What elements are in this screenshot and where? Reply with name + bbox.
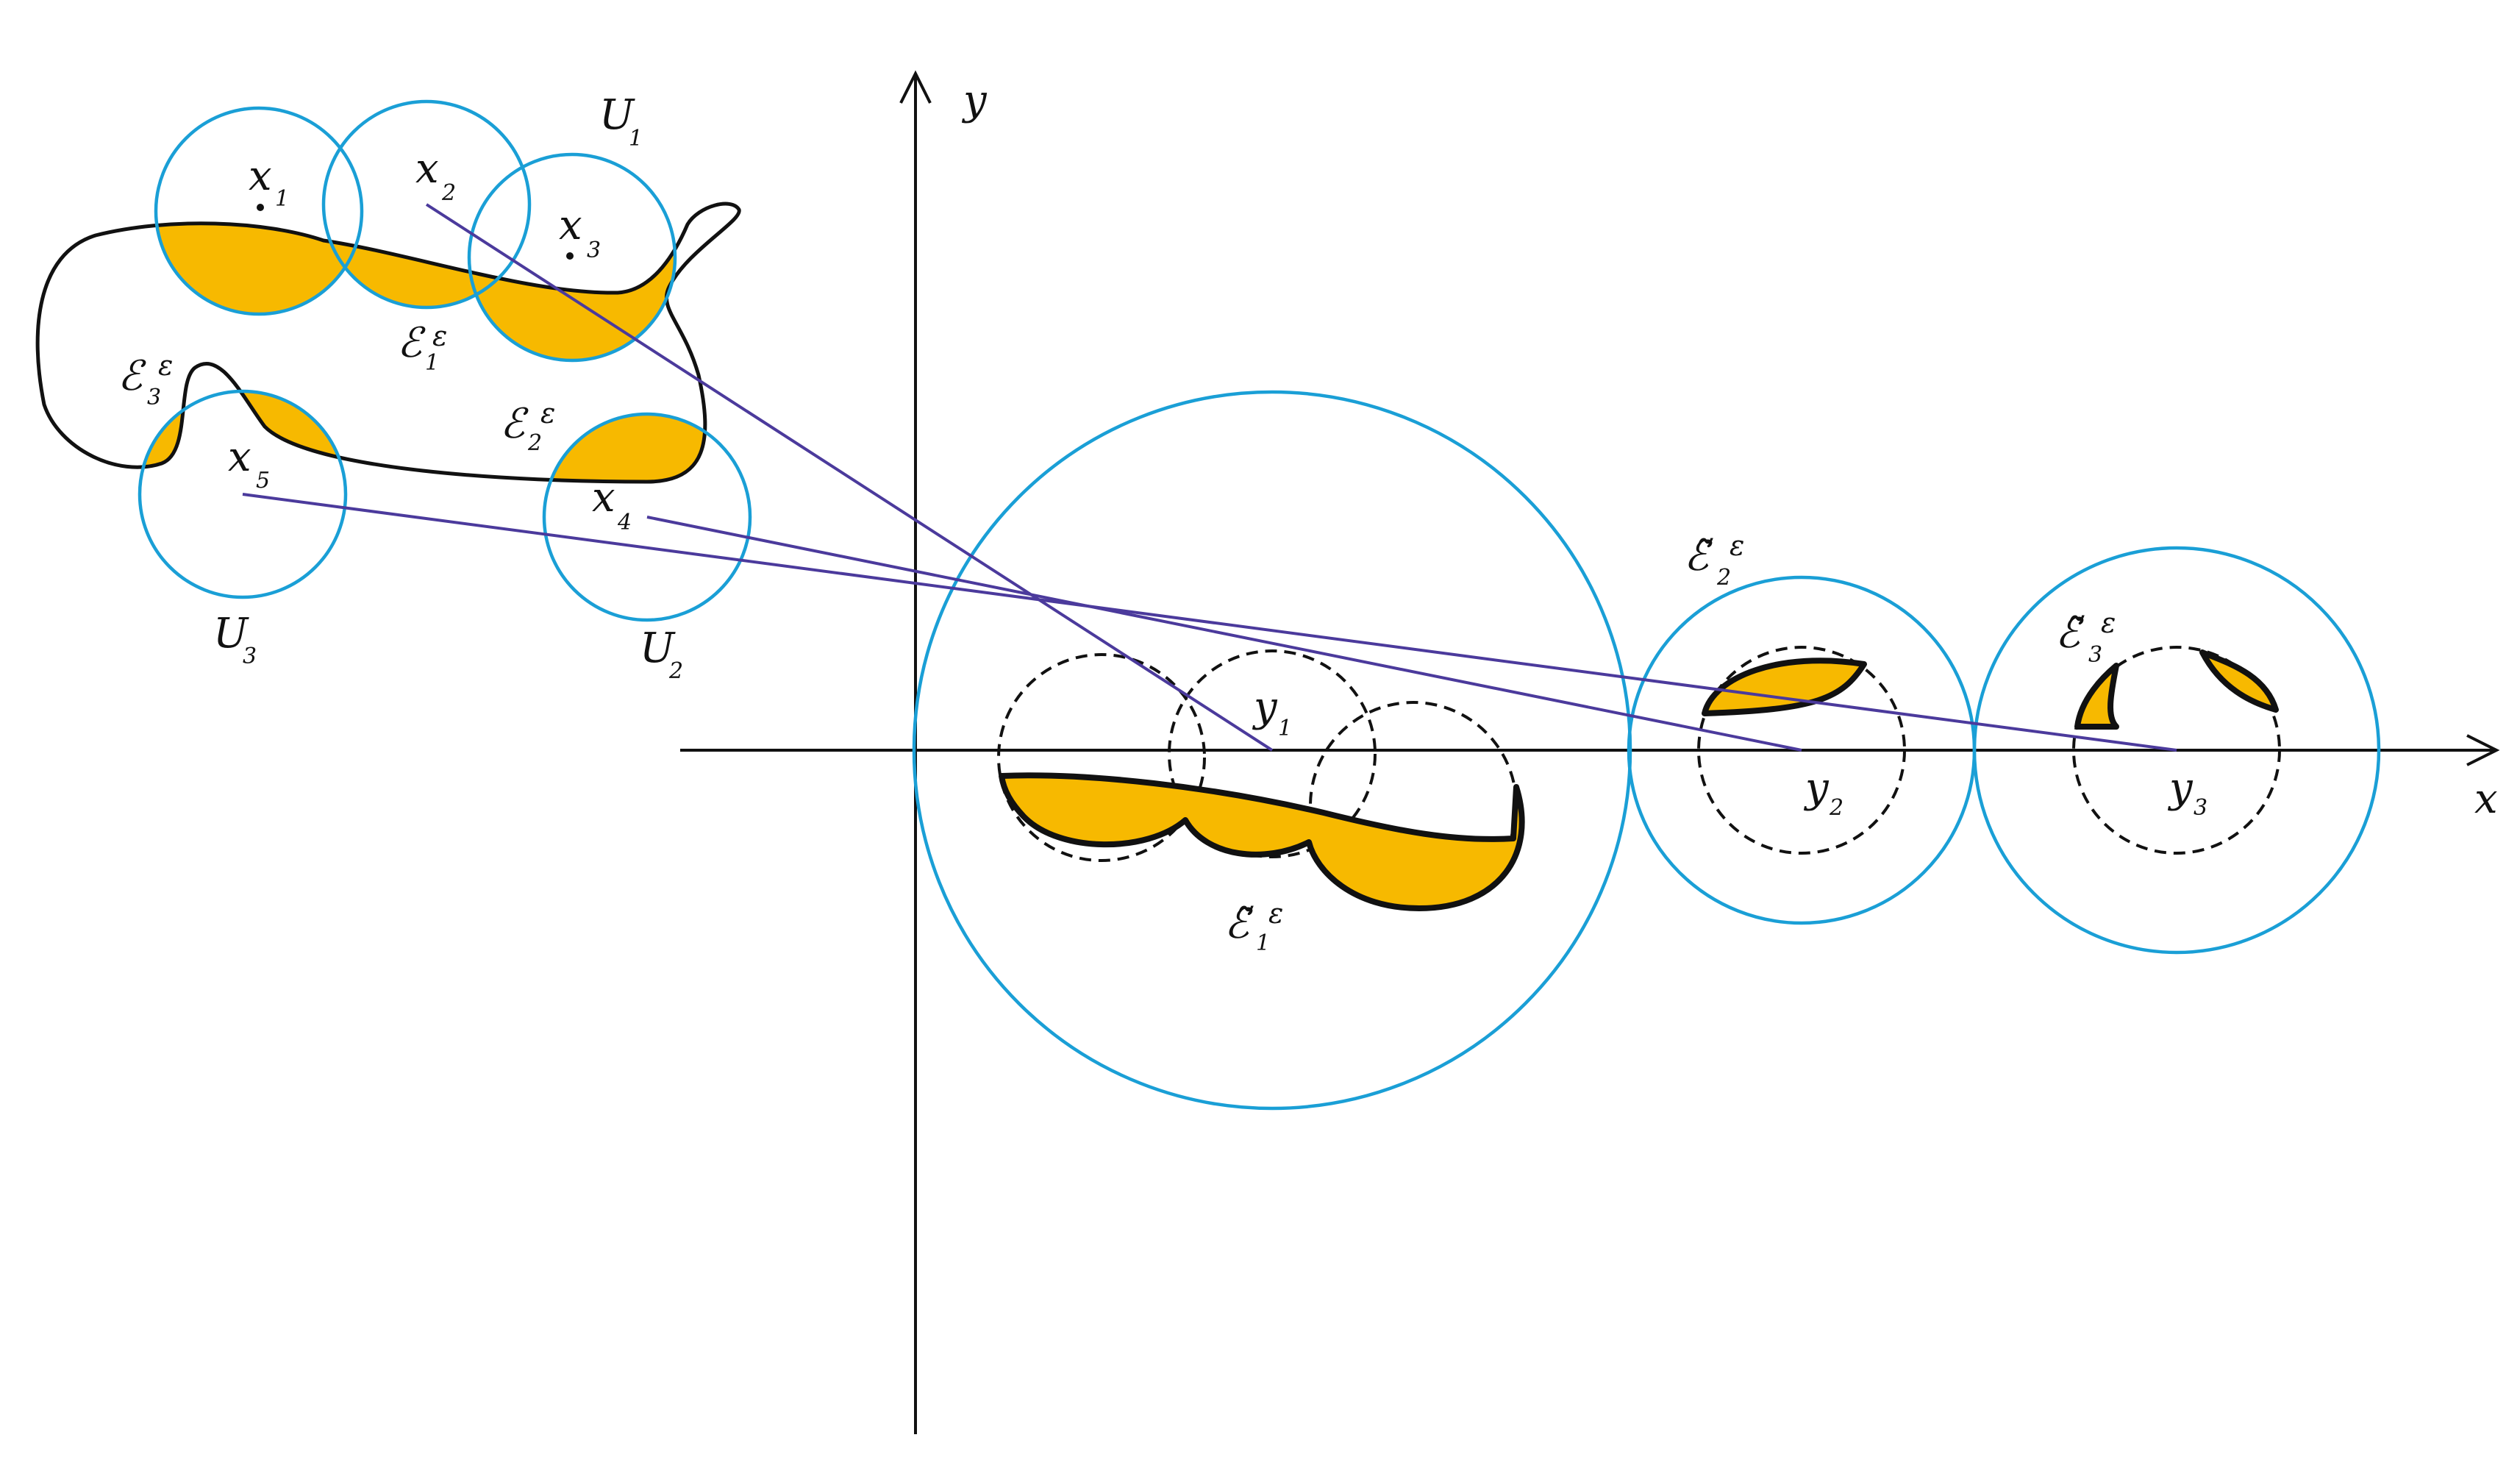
set-E2-tilde [1702,658,1867,716]
mapping-lines [242,203,2177,752]
dashed-circles [997,646,2281,910]
svg-text:ℰ̃: ℰ̃ [1684,532,1713,580]
circle-x2 [321,99,532,310]
svg-text:1: 1 [629,126,643,152]
svg-text:ε: ε [158,349,173,382]
svg-text:ℰ̃: ℰ̃ [1224,900,1254,948]
svg-text:ε: ε [1730,530,1744,562]
label-E3: ℰ 3 ε [118,349,173,410]
right-circles [912,390,2381,1111]
svg-text:U: U [213,610,249,658]
label-E1: ℰ 1 ε [397,319,447,376]
svg-text:y: y [1252,683,1278,731]
circle-x5 [138,389,348,599]
label-U3: U 3 [213,610,257,669]
left-circles [138,99,752,622]
label-x1: x 1 [249,152,289,212]
svg-text:U: U [640,624,676,672]
svg-text:ε: ε [1268,897,1283,930]
svg-text:ε: ε [2101,607,2116,639]
set-E3-tilde-right [2199,649,2279,713]
label-x5: x 5 [228,433,270,494]
transformed-sets [999,649,2279,911]
set-E1-tilde [999,772,1525,911]
y-axis-label: y [961,76,988,124]
label-U1: U 1 [599,91,643,152]
svg-text:5: 5 [256,468,270,494]
dot-x1 [257,204,264,211]
svg-text:x: x [228,433,251,481]
svg-text:ε: ε [540,397,555,430]
svg-text:3: 3 [2194,795,2207,821]
svg-text:y: y [1803,764,1830,812]
label-x4: x 4 [592,474,632,535]
svg-text:4: 4 [617,510,632,535]
left-orange-regions [140,204,740,482]
label-U2: U 2 [640,624,683,684]
blob-outline [35,202,741,484]
dashed-circle-2 [1168,649,1377,858]
label-y2: y 2 [1803,764,1843,821]
circle-x1 [154,106,364,316]
svg-text:x: x [592,474,615,521]
svg-text:x: x [249,152,272,200]
circle-x3 [467,152,677,363]
svg-text:2: 2 [527,430,542,456]
svg-text:ℰ̃: ℰ̃ [2055,610,2085,658]
svg-text:3: 3 [243,644,257,669]
circle-y3-large [1972,546,2381,955]
svg-text:2: 2 [1829,795,1843,821]
svg-text:ℰ: ℰ [500,400,529,448]
axes [680,70,2500,1434]
svg-text:1: 1 [425,350,439,376]
svg-text:y: y [2167,764,2194,812]
svg-text:x: x [559,202,582,249]
set-E3-tilde-left [2074,663,2119,730]
svg-text:3: 3 [2088,642,2102,668]
svg-text:ℰ: ℰ [397,319,426,367]
dashed-circle-1 [997,653,1206,862]
svg-text:2: 2 [668,658,683,684]
label-E3-tilde: ℰ̃ 3 ε [2055,607,2116,668]
svg-text:U: U [599,91,635,139]
label-x3: x 3 [559,202,601,263]
svg-text:1: 1 [275,186,289,212]
circle-x4 [542,412,752,622]
map-line-x4-y2 [646,516,1802,752]
x-axis-arrow [2466,734,2500,766]
svg-text:1: 1 [1278,716,1292,741]
map-line-x5-y3 [242,493,2177,752]
label-y3: y 3 [2167,764,2207,821]
label-E1-tilde: ℰ̃ 1 ε [1224,897,1283,956]
dashed-circle-y3 [2072,646,2281,855]
svg-text:ℰ: ℰ [118,352,146,400]
label-E2: ℰ 2 ε [500,397,555,456]
svg-text:2: 2 [441,180,456,206]
y-axis-arrow [899,70,932,104]
dot-x3 [566,252,574,260]
svg-text:3: 3 [147,385,161,410]
dashed-circle-y2 [1697,646,1906,855]
label-E2-tilde: ℰ̃ 2 ε [1684,530,1744,591]
svg-text:ε: ε [432,320,447,352]
svg-text:x: x [415,145,439,193]
x-axis-label: x [2474,775,2498,823]
svg-text:1: 1 [1256,930,1270,956]
map-line-x2-y1 [425,203,1274,752]
label-x2: x 2 [415,145,456,206]
svg-text:2: 2 [1716,565,1731,591]
svg-text:3: 3 [587,238,601,263]
label-y1: y 1 [1252,683,1292,741]
